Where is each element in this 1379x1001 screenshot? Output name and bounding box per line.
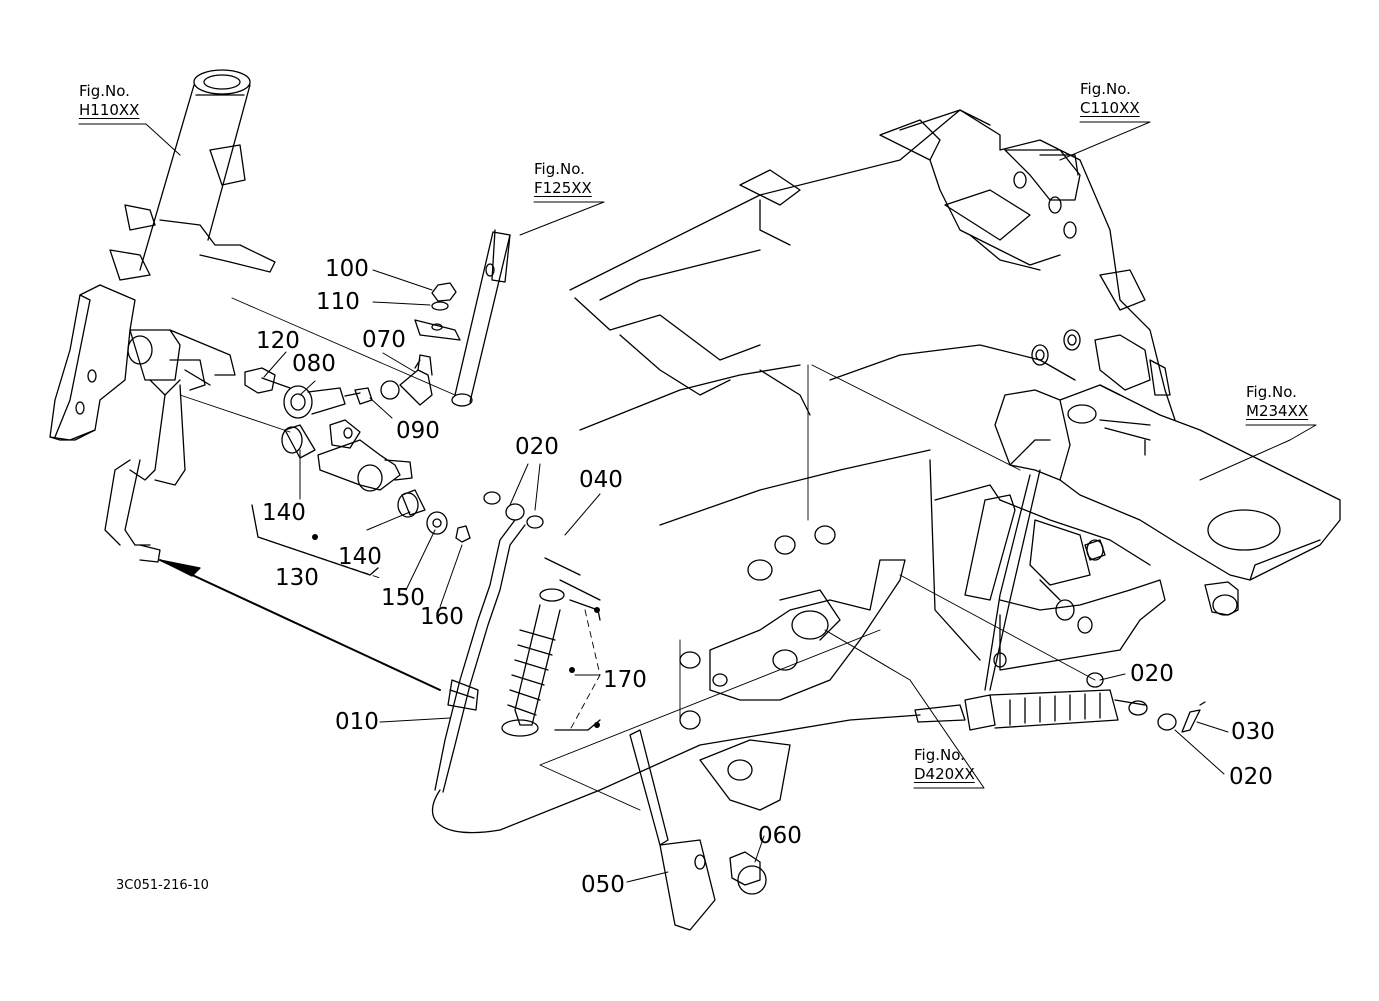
- cable-end-right: [914, 469, 1206, 733]
- figure-ref-f125: Fig.No. F125XX: [534, 160, 592, 198]
- part-label-120: 120: [256, 328, 300, 354]
- figure-ref-label: Fig.No.: [534, 160, 585, 178]
- figure-ref-code: C110XX: [1080, 99, 1140, 117]
- figure-ref-d420: Fig.No. D420XX: [914, 746, 975, 784]
- transmission-housing: [569, 109, 1176, 671]
- part-label-010: 010: [335, 709, 379, 735]
- mounting-plate: [964, 384, 1341, 616]
- figure-ref-code: H110XX: [79, 101, 140, 119]
- steering-column: [49, 69, 276, 563]
- part-label-100: 100: [325, 256, 369, 282]
- part-label-020: 020: [515, 434, 559, 460]
- part-label-150: 150: [381, 585, 425, 611]
- figure-ref-c110: Fig.No. C110XX: [1080, 80, 1140, 118]
- part-label-020: 020: [1130, 661, 1174, 687]
- part-label-020: 020: [1229, 764, 1273, 790]
- figure-ref-code: M234XX: [1246, 402, 1309, 420]
- figure-ref-label: Fig.No.: [79, 82, 130, 100]
- figure-ref-label: Fig.No.: [1246, 383, 1297, 401]
- part-label-050: 050: [581, 872, 625, 898]
- figure-ref-h110: Fig.No. H110XX: [79, 82, 139, 120]
- part-label-110: 110: [316, 289, 360, 315]
- projection-lines: [179, 297, 1096, 811]
- drawing-number: 3C051-216-10: [116, 878, 209, 893]
- shift-arm: [679, 525, 906, 811]
- part-label-160: 160: [420, 604, 464, 630]
- figure-ref-code: F125XX: [534, 179, 592, 197]
- figure-ref-m234: Fig.No. M234XX: [1246, 383, 1308, 421]
- control-cable: [159, 491, 921, 834]
- hardware-group-upper: [244, 282, 457, 419]
- lever: [629, 729, 767, 931]
- figure-ref-label: Fig.No.: [914, 746, 965, 764]
- leader-lines: [78, 121, 1317, 883]
- part-label-060: 060: [758, 823, 802, 849]
- upper-rod: [414, 229, 511, 407]
- figure-ref-label: Fig.No.: [1080, 80, 1131, 98]
- part-label-030: 030: [1231, 719, 1275, 745]
- part-label-040: 040: [579, 467, 623, 493]
- part-label-090: 090: [396, 418, 440, 444]
- part-label-130: 130: [275, 565, 319, 591]
- figure-ref-code: D420XX: [914, 765, 975, 783]
- part-label-080: 080: [292, 351, 336, 377]
- part-label-140: 140: [338, 544, 382, 570]
- leader-dots: [312, 534, 600, 728]
- part-label-140: 140: [262, 500, 306, 526]
- part-label-170: 170: [603, 667, 647, 693]
- part-label-070: 070: [362, 327, 406, 353]
